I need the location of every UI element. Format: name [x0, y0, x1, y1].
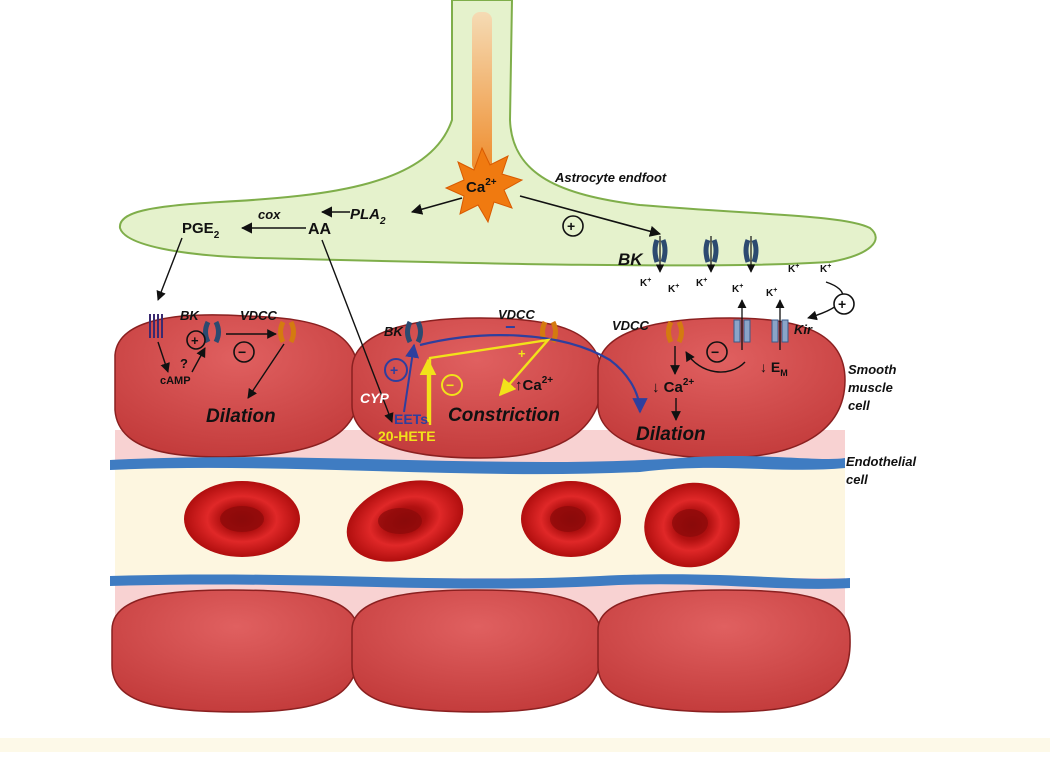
red-blood-cells [184, 480, 740, 568]
minus-icon [441, 374, 463, 396]
yellow-pathway-arrow [428, 338, 552, 425]
receptor-icon [149, 314, 163, 338]
label-ca-middle: ↑Ca2+ [515, 375, 553, 394]
svg-text:K+: K+ [668, 283, 679, 295]
smooth-muscle-cell-bottom-right [597, 589, 851, 713]
label-dilation-right: Dilation [636, 424, 706, 445]
smooth-muscle-cell-right [597, 317, 846, 459]
minus-sign: − [505, 317, 516, 337]
svg-text:K+: K+ [732, 283, 743, 295]
calcium-star-icon [444, 146, 524, 224]
label-astrocyte-endfoot: Astrocyte endfoot [554, 170, 667, 185]
svg-text:−: − [711, 344, 719, 360]
label-camp: cAMP [160, 375, 191, 387]
svg-text:K+: K+ [696, 277, 707, 289]
kir-channel-icon [733, 319, 789, 343]
svg-text:K+: K+ [766, 287, 777, 299]
label-cox: cox [258, 207, 281, 222]
astrocyte [118, 0, 877, 267]
label-constriction: Constriction [448, 405, 560, 426]
smooth-muscle-cell-left [114, 314, 361, 458]
arrow-aa-to-eets [321, 239, 394, 423]
plus-icon [186, 330, 206, 350]
bk-channel-icon [405, 320, 423, 344]
label-ca-right: ↓ Ca2+ [652, 377, 694, 396]
minus-icon [233, 341, 255, 363]
label-cell: cell [848, 398, 870, 413]
bk-channel-icon [203, 320, 221, 344]
endothelium-top [110, 456, 845, 475]
svg-text:−: − [238, 344, 246, 360]
label-bk-astro: BK [618, 250, 644, 269]
label-endothelial: Endothelial [846, 454, 916, 469]
label-endothelial-cell: cell [846, 472, 868, 487]
label-muscle: muscle [848, 380, 893, 395]
svg-text:+: + [191, 333, 199, 348]
svg-text:K+: K+ [640, 277, 651, 289]
endothelium-bottom [110, 574, 850, 589]
plus-icon [384, 358, 408, 382]
label-em: ↓ EM [760, 359, 788, 378]
bottom-band [0, 738, 1050, 752]
plus-icon [562, 215, 584, 237]
svg-text:+: + [838, 296, 846, 312]
label-vdcc-left: VDCC [240, 308, 277, 323]
label-20-hete: 20-HETE [378, 428, 436, 444]
label-vdcc-middle: VDCC [498, 307, 535, 322]
bk-channel-icon [652, 239, 759, 263]
label-vdcc-right: VDCC [612, 318, 649, 333]
label-kir: Kir [794, 322, 813, 337]
label-bk-left: BK [180, 308, 200, 323]
label-dilation-left: Dilation [206, 406, 276, 427]
label-smooth: Smooth [848, 362, 896, 377]
arrow-pge2-to-receptor [156, 237, 183, 301]
vdcc-channel-icon [666, 320, 684, 344]
svg-text:Ca2+: Ca2+ [466, 177, 497, 196]
label-aa: AA [308, 221, 332, 238]
blue-pathway-arrow [419, 334, 648, 414]
svg-text:+: + [567, 218, 575, 234]
calcium-gradient [472, 12, 492, 172]
arrow-ca-to-bk [519, 195, 662, 237]
arrow-ca-to-pla2 [410, 197, 463, 215]
label-eets: EETs [394, 411, 428, 427]
svg-text:K+: K+ [820, 263, 831, 275]
svg-text:+: + [390, 362, 398, 378]
svg-text:−: − [446, 377, 454, 393]
plus-icon [833, 293, 855, 315]
svg-text:+: + [518, 346, 526, 361]
minus-icon [706, 341, 728, 363]
vdcc-channel-icon [278, 320, 296, 344]
smooth-muscle-cell-bottom-left [111, 589, 361, 713]
svg-text:K+: K+ [788, 263, 799, 275]
label-bk-middle: BK [384, 324, 404, 339]
label-pge2: PGE2 [182, 220, 220, 241]
label-cyp: CYP [360, 390, 389, 406]
label-question: ? [180, 356, 188, 371]
potassium-labels: K+ K+ K+ K+ K+ K+ K+ [640, 263, 831, 299]
label-pla2: PLA2 [350, 206, 386, 227]
smooth-muscle-cell-bottom-middle [351, 589, 603, 713]
